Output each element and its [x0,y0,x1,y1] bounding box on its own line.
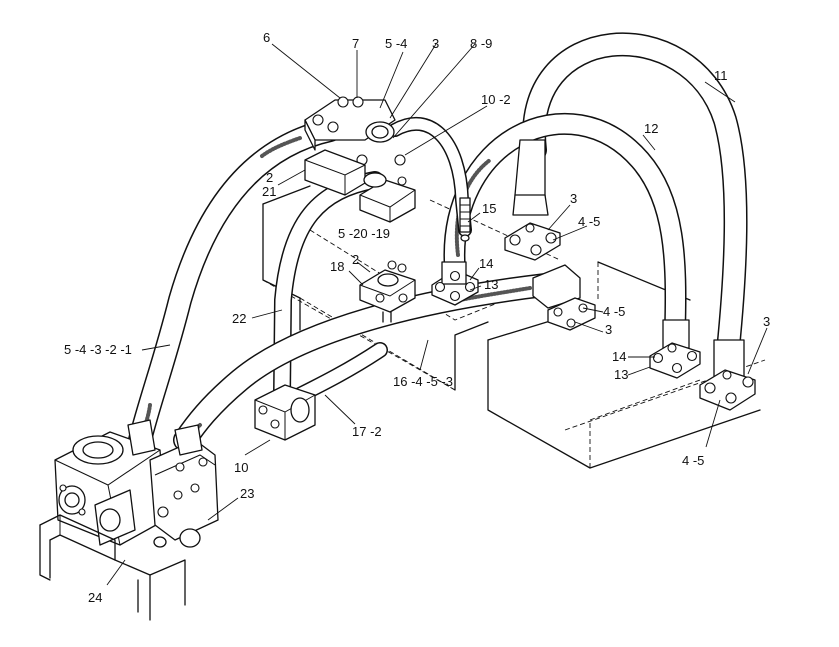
callout-14-b: 14 [612,349,626,364]
callout-3-b: 3 [570,191,577,206]
callout-4-5-c: 4 -5 [682,453,704,468]
callout-13-b: 13 [614,367,628,382]
hose-8-9 [388,117,472,237]
callout-11: 11 [714,68,728,83]
flange-3-4-5-right [699,339,756,411]
hose-11 [522,32,748,362]
callout-10: 10 [234,460,248,475]
callout-17-2: 17 -2 [352,424,382,439]
callout-16-4-5-3: 16 -4 -5 -3 [393,374,453,389]
frame-structure [262,185,766,469]
callout-13-a: 13 [484,277,498,292]
callout-5-4-3-2-1: 5 -4 -3 -2 -1 [64,342,132,357]
callout-5-4: 5 -4 [385,36,407,51]
block-21 [304,149,366,196]
callout-5-20-19: 5 -20 -19 [338,226,390,241]
top-clamp-block [304,96,406,166]
callout-2: 2 [266,170,273,185]
callout-21: 21 [262,184,276,199]
fitting-18 [359,260,416,323]
bracket-24 [39,514,186,621]
callout-14-a: 14 [479,256,493,271]
hose-16-end-fitting [532,264,596,331]
fitting-15 [459,197,471,242]
callout-15: 15 [482,201,496,216]
flange-13-14-center [431,261,479,306]
callout-2-b: 2 [352,252,359,267]
callout-3-top: 3 [432,36,439,51]
callout-4-5-a: 4 -5 [578,214,600,229]
callout-8-9: 8 -9 [470,36,492,51]
pump-assembly [54,419,219,548]
flange-13-14-right [649,319,701,379]
callout-7: 7 [352,36,359,51]
callout-22: 22 [232,311,246,326]
hose-17-2 [292,342,388,403]
callout-18: 18 [330,259,344,274]
callout-labels: 6 7 5 -4 3 8 -9 11 10 -2 12 2 21 15 3 4 … [64,30,770,605]
callout-4-5-b: 4 -5 [603,304,625,319]
callout-23: 23 [240,486,254,501]
callout-3-c: 3 [605,322,612,337]
callout-3-d: 3 [763,314,770,329]
flange-3-4-5-top [504,139,561,261]
callout-24: 24 [88,590,102,605]
leader-lines [106,43,768,586]
callout-6: 6 [263,30,270,45]
block-19 [359,172,416,223]
callout-12: 12 [644,121,658,136]
callout-10-2: 10 -2 [481,92,511,107]
valve-10 [254,384,316,441]
